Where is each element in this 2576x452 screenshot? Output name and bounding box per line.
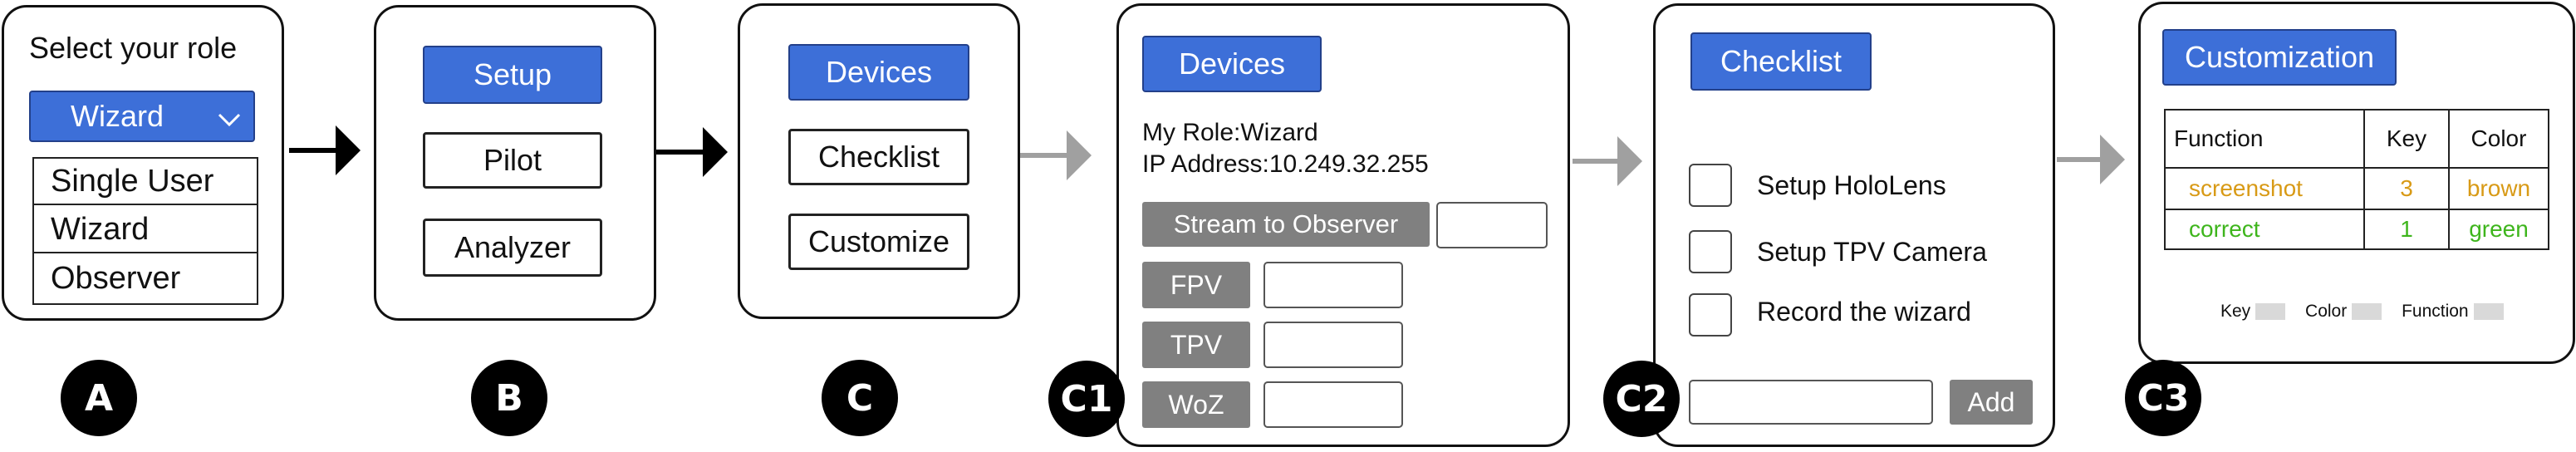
table-row: screenshot 3 brown	[2164, 167, 2549, 210]
legend-key-swatch	[2255, 303, 2286, 321]
cell-key-correct: 1	[2363, 209, 2450, 250]
checklist-button[interactable]: Checklist	[788, 129, 969, 185]
customization-title: Customization	[2162, 29, 2397, 86]
table-row: correct 1 green	[2164, 209, 2549, 250]
checkbox-setup-hololens[interactable]	[1689, 164, 1732, 207]
cell-function-correct: correct	[2164, 209, 2365, 250]
tpv-input[interactable]	[1263, 322, 1403, 368]
panel-a-role-select: Select your role Wizard Single User Wiza…	[2, 5, 284, 321]
chevron-down-icon	[218, 113, 241, 127]
role-select-title: Select your role	[29, 31, 238, 65]
checklist-title: Checklist	[1690, 32, 1872, 91]
woz-button[interactable]: WoZ	[1142, 381, 1250, 428]
customize-button[interactable]: Customize	[788, 214, 969, 270]
label-badge-b: B	[471, 360, 547, 436]
stream-input[interactable]	[1436, 202, 1548, 248]
cell-key-screenshot: 3	[2363, 167, 2450, 210]
legend-row: Key Color Function	[2220, 302, 2504, 322]
label-badge-c2: C2	[1603, 361, 1680, 437]
panel-c-setup-menu: Devices Checklist Customize	[738, 3, 1020, 319]
role-dropdown-value: Wizard	[71, 99, 164, 133]
cell-color-correct: green	[2448, 209, 2549, 250]
legend-function: Function	[2402, 302, 2504, 321]
stream-to-observer-button[interactable]: Stream to Observer	[1142, 202, 1430, 247]
role-option-observer[interactable]: Observer	[51, 260, 181, 296]
column-header-function: Function	[2164, 109, 2365, 169]
checkbox-record-wizard[interactable]	[1689, 293, 1732, 337]
role-dropdown[interactable]: Wizard	[29, 91, 255, 142]
legend-key: Key	[2220, 302, 2286, 321]
checklist-item-label: Setup HoloLens	[1757, 170, 1946, 200]
panel-c2-checklist: Checklist Setup HoloLens Setup TPV Camer…	[1653, 3, 2055, 447]
panel-c1-devices: Devices My Role:Wizard IP Address:10.249…	[1116, 3, 1570, 447]
legend-color-swatch	[2352, 303, 2382, 321]
add-button[interactable]: Add	[1950, 380, 2033, 425]
woz-input[interactable]	[1263, 381, 1403, 428]
setup-button[interactable]: Setup	[423, 46, 602, 104]
role-options-list: Single User Wizard Observer	[32, 157, 258, 305]
label-badge-c1: C1	[1048, 361, 1125, 437]
role-option-wizard[interactable]: Wizard	[34, 207, 257, 253]
cell-function-screenshot: screenshot	[2164, 167, 2365, 210]
column-header-color: Color	[2448, 109, 2549, 169]
function-key-color-table: Function Key Color screenshot 3 brown co…	[2164, 109, 2549, 250]
pilot-button[interactable]: Pilot	[423, 132, 602, 189]
role-option-single-user[interactable]: Single User	[34, 159, 257, 205]
checklist-item-label: Record the wizard	[1757, 297, 1971, 327]
table-header-row: Function Key Color	[2164, 109, 2549, 169]
legend-color: Color	[2305, 302, 2382, 321]
cell-color-screenshot: brown	[2448, 167, 2549, 210]
panel-b-mode-select: Setup Pilot Analyzer	[374, 5, 656, 321]
legend-function-swatch	[2473, 303, 2504, 321]
tpv-button[interactable]: TPV	[1142, 322, 1250, 368]
checkbox-setup-tpv-camera[interactable]	[1689, 230, 1732, 273]
panel-c3-customization: Customization Function Key Color screens…	[2138, 2, 2575, 364]
label-badge-a: A	[61, 360, 137, 436]
my-role-text: My Role:Wizard	[1142, 119, 1318, 146]
new-item-input[interactable]	[1689, 380, 1933, 425]
label-badge-c3: C3	[2125, 360, 2201, 436]
ip-address-text: IP Address:10.249.32.255	[1142, 150, 1429, 178]
label-badge-c: C	[822, 360, 898, 436]
column-header-key: Key	[2363, 109, 2450, 169]
checklist-item-label: Setup TPV Camera	[1757, 237, 1987, 267]
devices-button[interactable]: Devices	[788, 44, 969, 101]
fpv-button[interactable]: FPV	[1142, 262, 1250, 308]
devices-title: Devices	[1142, 36, 1322, 92]
fpv-input[interactable]	[1263, 262, 1403, 308]
analyzer-button[interactable]: Analyzer	[423, 219, 602, 277]
